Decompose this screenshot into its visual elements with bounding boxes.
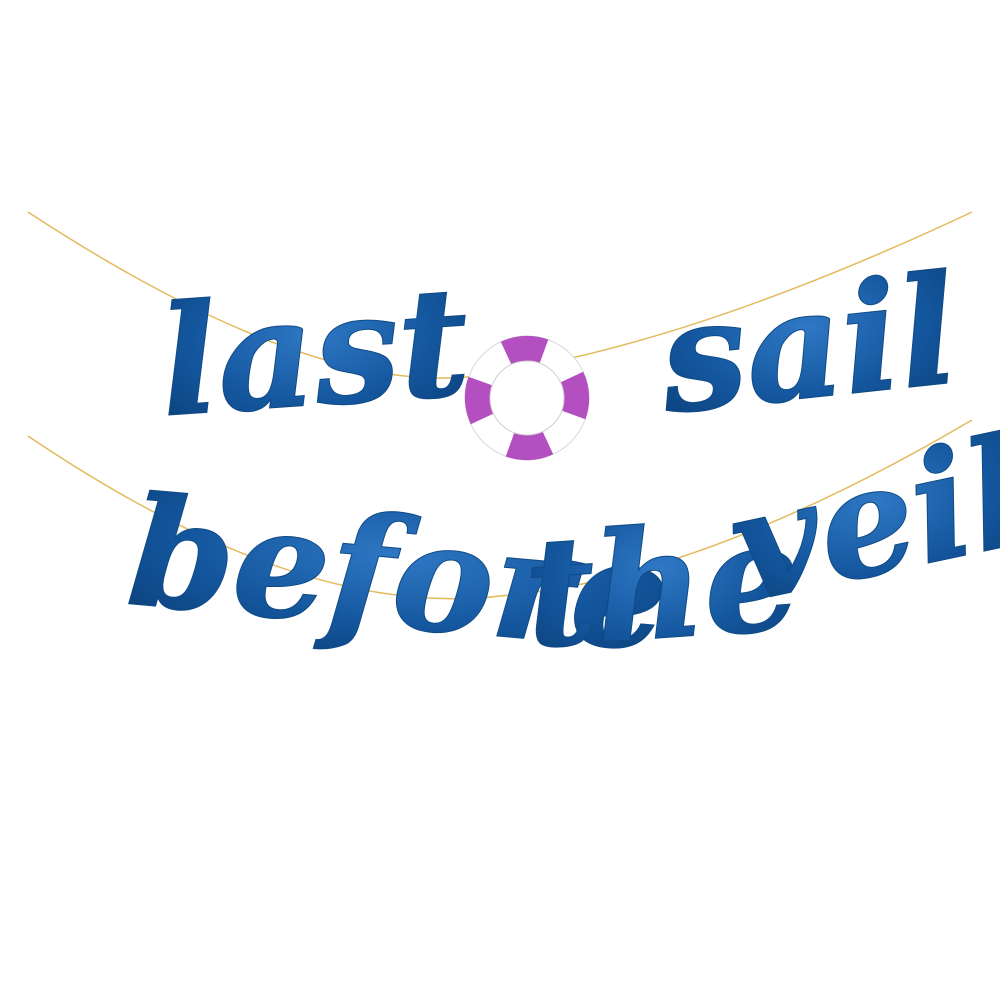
word-sail: sail — [651, 242, 964, 448]
word-the: the — [520, 488, 805, 683]
string-bottom — [27, 419, 973, 600]
lifebuoy-icon — [464, 335, 590, 461]
word-last: last — [155, 254, 474, 451]
